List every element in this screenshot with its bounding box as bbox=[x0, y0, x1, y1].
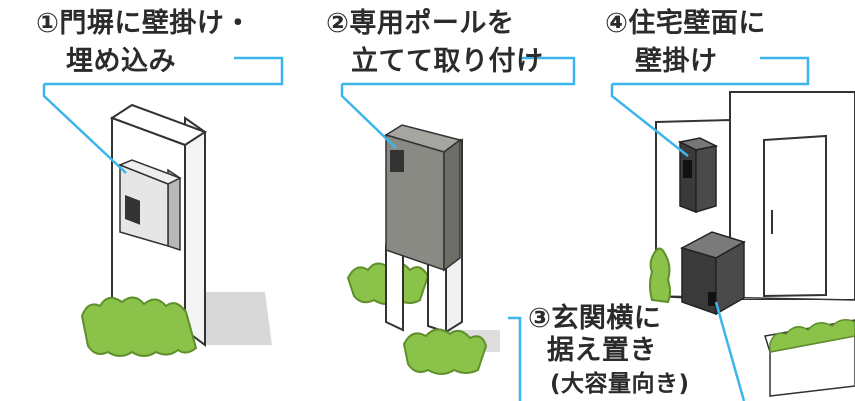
bracket-line-1 bbox=[44, 56, 284, 86]
leader-line-3 bbox=[714, 301, 746, 401]
label-house-wall-line1: ④住宅壁面に bbox=[605, 8, 766, 39]
house-door bbox=[763, 134, 827, 298]
scene-pole-mount bbox=[340, 56, 576, 375]
label-pole-mount-line1: ②専用ポールを bbox=[326, 8, 515, 39]
leader-line-2 bbox=[340, 84, 397, 149]
floor-mailbox-panel bbox=[708, 292, 716, 306]
pole-mailbox-side bbox=[443, 138, 461, 272]
bracket-line-3 bbox=[508, 316, 522, 401]
pole-right-front bbox=[427, 260, 447, 334]
label-gate-wall-line1: ①門塀に壁掛け・ bbox=[36, 8, 252, 39]
bracket-line-4 bbox=[612, 56, 810, 86]
wall-shadow bbox=[205, 292, 272, 345]
floor-mailbox bbox=[680, 231, 746, 316]
label-gate-wall-line2: 埋め込み bbox=[66, 46, 176, 77]
wall-mailbox-panel bbox=[683, 160, 692, 178]
label-house-wall-line2: 壁掛け bbox=[635, 46, 718, 77]
planter-grass bbox=[769, 319, 855, 353]
house-plant bbox=[649, 247, 671, 304]
gate-grass bbox=[80, 296, 198, 357]
gate-wall-side bbox=[184, 116, 206, 347]
pole-mailbox bbox=[384, 124, 462, 272]
pole-mailbox-panel bbox=[390, 150, 404, 172]
house-planter-box bbox=[764, 319, 855, 397]
scene-house bbox=[508, 56, 855, 401]
gate-mailbox-front bbox=[119, 163, 169, 247]
scene-gate-wall bbox=[42, 56, 284, 357]
pole-left-front bbox=[385, 243, 404, 332]
leader-line-4 bbox=[610, 84, 689, 157]
leader-line-1 bbox=[42, 84, 127, 174]
pole-grass-right bbox=[402, 328, 488, 375]
gate-mailbox bbox=[118, 159, 182, 252]
label-entrance-line2: 据え置き bbox=[547, 335, 657, 366]
label-entrance-line1: ③玄関横に bbox=[528, 303, 662, 334]
wall-mailbox bbox=[677, 137, 719, 214]
label-entrance-line3: (大容量向き) bbox=[550, 371, 690, 397]
wall-mailbox-side bbox=[695, 145, 717, 214]
gate-mailbox-panel bbox=[125, 194, 140, 225]
bracket-line-2 bbox=[342, 56, 576, 86]
label-pole-mount-line2: 立てて取り付け bbox=[351, 46, 544, 77]
